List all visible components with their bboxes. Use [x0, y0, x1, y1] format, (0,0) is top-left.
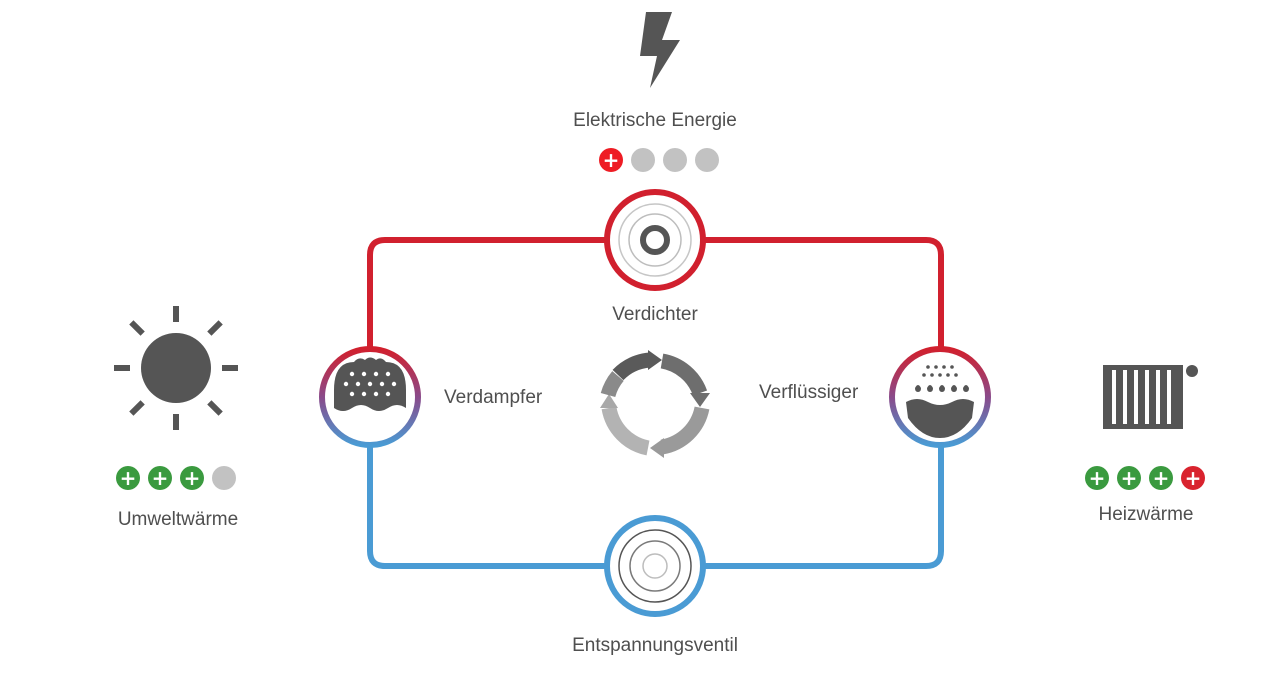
- evaporator-bubbles-icon: [319, 346, 421, 448]
- condenser-drops-icon: [889, 346, 991, 448]
- compressor-label: Verdichter: [612, 304, 698, 325]
- heating-heat-rating: + + + +: [1085, 466, 1205, 490]
- plus-green-icon: +: [180, 466, 204, 490]
- energy-rating: +: [599, 148, 719, 172]
- plus-green-icon: +: [1117, 466, 1141, 490]
- concentric-rings-icon: [604, 189, 706, 291]
- evaporator-label: Verdampfer: [444, 387, 543, 408]
- empty-dot-icon: [212, 466, 236, 490]
- condenser-label: Verflüssiger: [759, 382, 859, 403]
- plus-red-icon: +: [1181, 466, 1205, 490]
- empty-dot-icon: [663, 148, 687, 172]
- radiator-icon: [1103, 365, 1198, 429]
- plus-green-icon: +: [1085, 466, 1109, 490]
- energy-label: Elektrische Energie: [573, 110, 737, 131]
- empty-dot-icon: [631, 148, 655, 172]
- cycle-arrows-icon: [600, 350, 710, 458]
- sun-icon: [114, 306, 238, 430]
- plus-red-icon: +: [599, 148, 623, 172]
- empty-dot-icon: [695, 148, 719, 172]
- heating-heat-label: Heizwärme: [1098, 504, 1194, 525]
- lightning-bolt-icon: [640, 12, 680, 88]
- plus-green-icon: +: [148, 466, 172, 490]
- plus-green-icon: +: [1149, 466, 1173, 490]
- valve-label: Entspannungsventil: [572, 635, 738, 656]
- ambient-heat-rating: + + +: [116, 466, 236, 490]
- expansion-valve-rings-icon: [604, 515, 706, 617]
- ambient-heat-label: Umweltwärme: [117, 509, 239, 530]
- plus-green-icon: +: [116, 466, 140, 490]
